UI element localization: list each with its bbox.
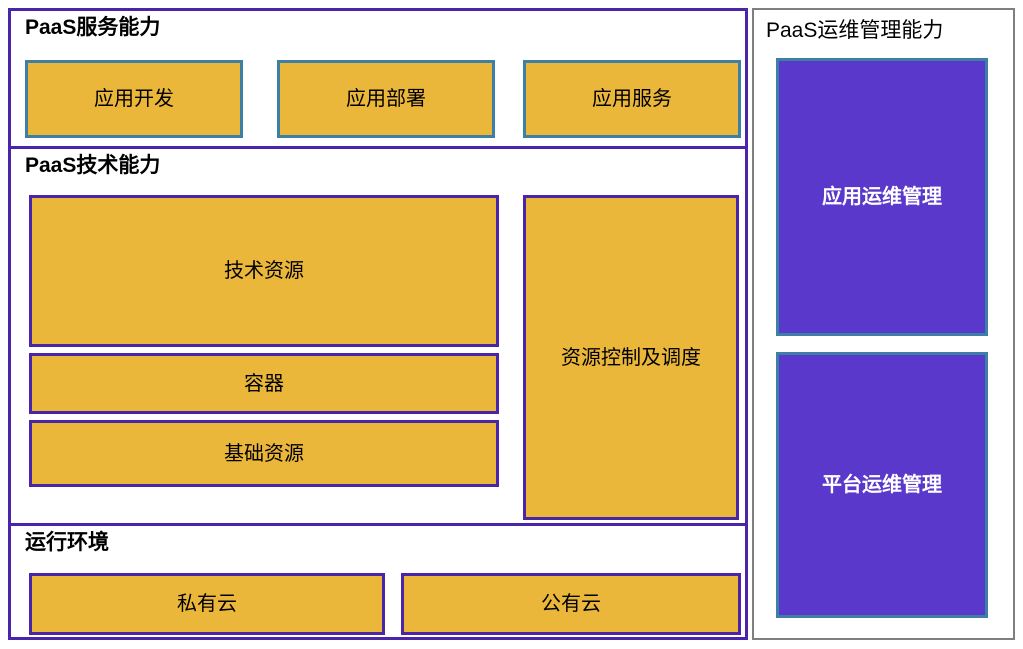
section-paas-service-capability: PaaS服务能力 应用开发 应用部署 应用服务 [11,11,745,146]
box-technical-resource[interactable]: 技术资源 [29,195,499,347]
paas-operations-management-panel: PaaS运维管理能力 应用运维管理 平台运维管理 [752,8,1015,640]
box-resource-control-and-scheduling[interactable]: 资源控制及调度 [523,195,739,520]
box-basic-resource[interactable]: 基础资源 [29,420,499,487]
section-title-runtime-environment: 运行环境 [25,531,109,554]
section-title-paas-technical-capability: PaaS技术能力 [25,154,161,177]
box-application-deployment[interactable]: 应用部署 [277,60,495,138]
section-paas-technical-capability: PaaS技术能力 技术资源 容器 基础资源 资源控制及调度 [11,146,745,523]
paas-capability-panel: PaaS服务能力 应用开发 应用部署 应用服务 PaaS技术能力 技术资源 容器… [8,8,748,640]
section-title-paas-service-capability: PaaS服务能力 [25,16,161,39]
section-runtime-environment: 运行环境 私有云 公有云 [11,523,745,637]
box-private-cloud[interactable]: 私有云 [29,573,385,635]
panel-title-paas-operations-management: PaaS运维管理能力 [766,19,944,42]
box-application-service[interactable]: 应用服务 [523,60,741,138]
box-container[interactable]: 容器 [29,353,499,414]
box-application-development[interactable]: 应用开发 [25,60,243,138]
box-platform-operations-management[interactable]: 平台运维管理 [776,352,988,618]
box-public-cloud[interactable]: 公有云 [401,573,741,635]
box-application-operations-management[interactable]: 应用运维管理 [776,58,988,336]
